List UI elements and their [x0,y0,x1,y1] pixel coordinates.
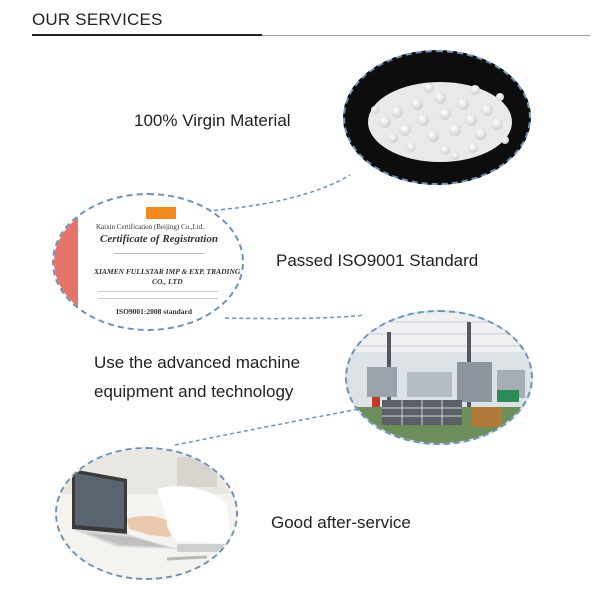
service-label-after-service: Good after-service [271,513,411,532]
laptop-illustration [57,449,236,578]
certificate-company-line2: CO., LTD [152,277,183,286]
header-underline [32,34,262,36]
factory-illustration [347,312,531,443]
pellets-image [343,50,531,185]
connector-1 [192,174,351,213]
header-divider [262,35,590,36]
certificate-address-lines [98,291,218,299]
connector-2 [224,314,366,320]
certificate-logo [146,207,176,219]
pellets-illustration [368,82,512,162]
certificate-filler-line [114,253,204,254]
certificate-issuer: Kaixin Certification (Beijing) Co.,Ltd. [96,223,205,231]
certificate-standard: ISO9001:2008 standard [116,307,193,316]
certificate-company: XIAMEN FULLSTAR IMP & EXP. TRADING [94,267,241,276]
certificate-red-band [54,195,78,329]
page-title: OUR SERVICES [32,10,163,29]
connector-3 [174,404,381,446]
factory-image [345,310,533,445]
service-label-iso9001: Passed ISO9001 Standard [276,251,479,270]
certificate-title: Certificate of Registration [100,233,218,245]
service-label-machine-line2: equipment and technology [94,382,294,401]
laptop-image [55,447,238,580]
certificate-image: Kaixin Certification (Beijing) Co.,Ltd. … [52,193,244,331]
service-label-virgin-material: 100% Virgin Material [134,111,291,130]
service-label-machine-line1: Use the advanced machine [94,353,301,372]
